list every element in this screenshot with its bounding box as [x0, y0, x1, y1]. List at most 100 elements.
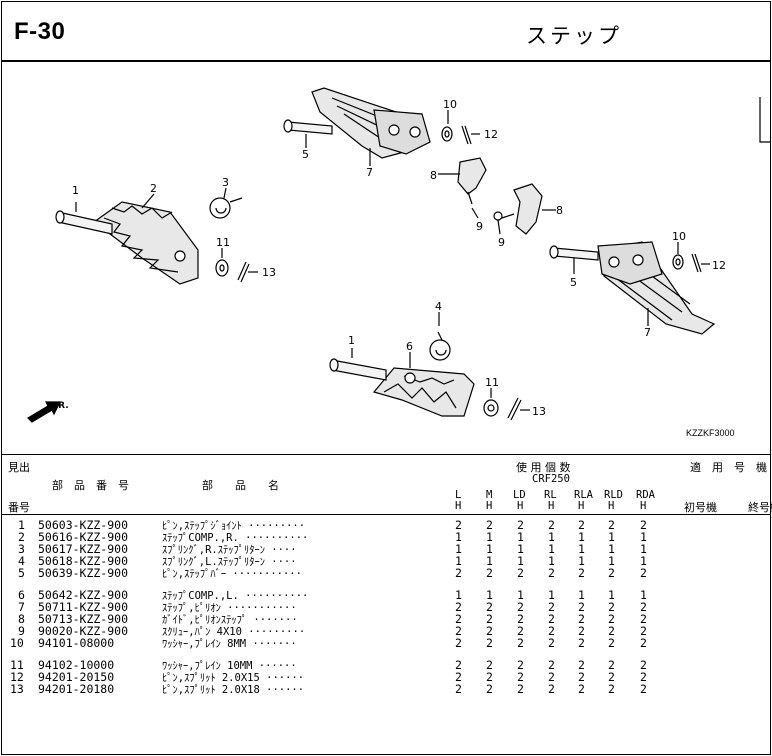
- page-title: ステップ: [526, 24, 622, 48]
- quantity-cell: 2: [578, 600, 585, 614]
- exploded-diagram: 1 2 3 4 5 5 6 7 7 8 8 9 9 10 10 11 11 12…: [2, 62, 770, 452]
- callout-10a: 10: [443, 98, 457, 111]
- part-number: 50642-KZZ-900: [38, 588, 129, 602]
- callout-10b: 10: [672, 230, 686, 243]
- quantity-cell: 2: [548, 624, 555, 638]
- quantity-cell: 2: [455, 624, 462, 638]
- quantity-cell: 2: [608, 682, 615, 696]
- column-subheader: H: [578, 500, 585, 512]
- ref-number: 1: [18, 518, 25, 532]
- part-name: ﾜｯｼｬｰ,ﾌﾟﾚｲﾝ 10MM ······: [162, 660, 297, 672]
- column-header-rda: RDA: [636, 489, 655, 501]
- callout-5a: 5: [302, 148, 309, 161]
- quantity-cell: 2: [548, 636, 555, 650]
- quantity-cell: 1: [517, 530, 524, 544]
- guide-lower: [493, 183, 556, 235]
- header-midashi: 見出: [8, 461, 30, 474]
- quantity-cell: 2: [578, 670, 585, 684]
- callout-12a: 12: [484, 128, 498, 141]
- ref-number: 12: [10, 670, 24, 684]
- quantity-cell: 2: [578, 566, 585, 580]
- part-name: ｽｸﾘｭｰ,ﾊﾟﾝ 4X10 ·········: [162, 626, 306, 638]
- quantity-cell: 1: [486, 530, 493, 544]
- ref-number: 3: [18, 542, 25, 556]
- part-name: ﾜｯｼｬｰ,ﾌﾟﾚｲﾝ 8MM ·······: [162, 638, 297, 650]
- quantity-cell: 2: [608, 636, 615, 650]
- quantity-cell: 2: [640, 518, 647, 532]
- footpeg-right: [55, 187, 258, 285]
- quantity-cell: 1: [517, 588, 524, 602]
- quantity-cell: 2: [455, 518, 462, 532]
- header-first: 初号機: [684, 501, 717, 514]
- column-subheader: H: [548, 500, 555, 512]
- callout-4: 4: [435, 300, 442, 313]
- pillion-step-lower: [549, 241, 716, 335]
- quantity-cell: 2: [548, 670, 555, 684]
- callout-11a: 11: [216, 236, 230, 249]
- quantity-cell: 2: [608, 612, 615, 626]
- part-name: ﾋﾟﾝ,ｽﾌﾟﾘｯﾄ 2.0X18 ······: [162, 684, 305, 696]
- column-subheader: H: [517, 500, 524, 512]
- part-number: 50639-KZZ-900: [38, 566, 129, 580]
- quantity-cell: 1: [578, 542, 585, 556]
- part-number: 50617-KZZ-900: [38, 542, 129, 556]
- quantity-cell: 2: [578, 636, 585, 650]
- quantity-cell: 1: [517, 554, 524, 568]
- part-name: ﾋﾟﾝ,ｽﾃｯﾌﾟﾊﾞｰ ···········: [162, 568, 302, 580]
- quantity-cell: 2: [608, 566, 615, 580]
- quantity-cell: 1: [608, 530, 615, 544]
- quantity-cell: 1: [455, 554, 462, 568]
- quantity-cell: 1: [548, 542, 555, 556]
- quantity-cell: 2: [455, 670, 462, 684]
- ref-number: 8: [18, 612, 25, 626]
- quantity-cell: 2: [608, 658, 615, 672]
- column-header-l: L: [455, 489, 462, 501]
- quantity-cell: 1: [455, 530, 462, 544]
- part-number: 50616-KZZ-900: [38, 530, 129, 544]
- quantity-cell: 2: [578, 682, 585, 696]
- quantity-cell: 2: [455, 682, 462, 696]
- part-name: ｽﾃｯﾌﾟCOMP.,R. ··········: [162, 532, 309, 544]
- part-number: 94201-20180: [38, 682, 115, 696]
- part-number: 50618-KZZ-900: [38, 554, 129, 568]
- quantity-cell: 1: [608, 542, 615, 556]
- ref-number: 11: [10, 658, 24, 672]
- quantity-cell: 2: [517, 682, 524, 696]
- quantity-cell: 1: [578, 554, 585, 568]
- quantity-cell: 2: [578, 658, 585, 672]
- quantity-cell: 2: [486, 658, 493, 672]
- fr-label: FR.: [52, 401, 69, 411]
- header-bango: 番号: [8, 501, 30, 514]
- figure-number: F-30: [14, 18, 66, 45]
- callout-13a: 13: [262, 266, 276, 279]
- front-arrow-icon: [27, 401, 61, 423]
- part-name: ﾋﾟﾝ,ｽﾃｯﾌﾟｼﾞｮｲﾝﾄ ·········: [162, 520, 306, 532]
- quantity-cell: 2: [517, 518, 524, 532]
- quantity-cell: 2: [486, 624, 493, 638]
- column-header-rla: RLA: [574, 489, 593, 501]
- column-header-m: M: [486, 489, 493, 501]
- header-applicable: 適 用 号 機: [690, 461, 767, 474]
- quantity-cell: 2: [608, 518, 615, 532]
- quantity-cell: 2: [640, 670, 647, 684]
- callout-1b: 1: [348, 334, 355, 347]
- quantity-cell: 2: [486, 636, 493, 650]
- quantity-cell: 1: [608, 588, 615, 602]
- ref-number: 9: [18, 624, 25, 638]
- quantity-cell: 2: [517, 612, 524, 626]
- column-header-rl: RL: [544, 489, 557, 501]
- quantity-cell: 2: [640, 624, 647, 638]
- quantity-cell: 2: [548, 518, 555, 532]
- part-name: ｶﾞｲﾄﾞ,ﾋﾟﾘｵﾝｽﾃｯﾌﾟ ·······: [162, 614, 298, 626]
- quantity-cell: 2: [517, 624, 524, 638]
